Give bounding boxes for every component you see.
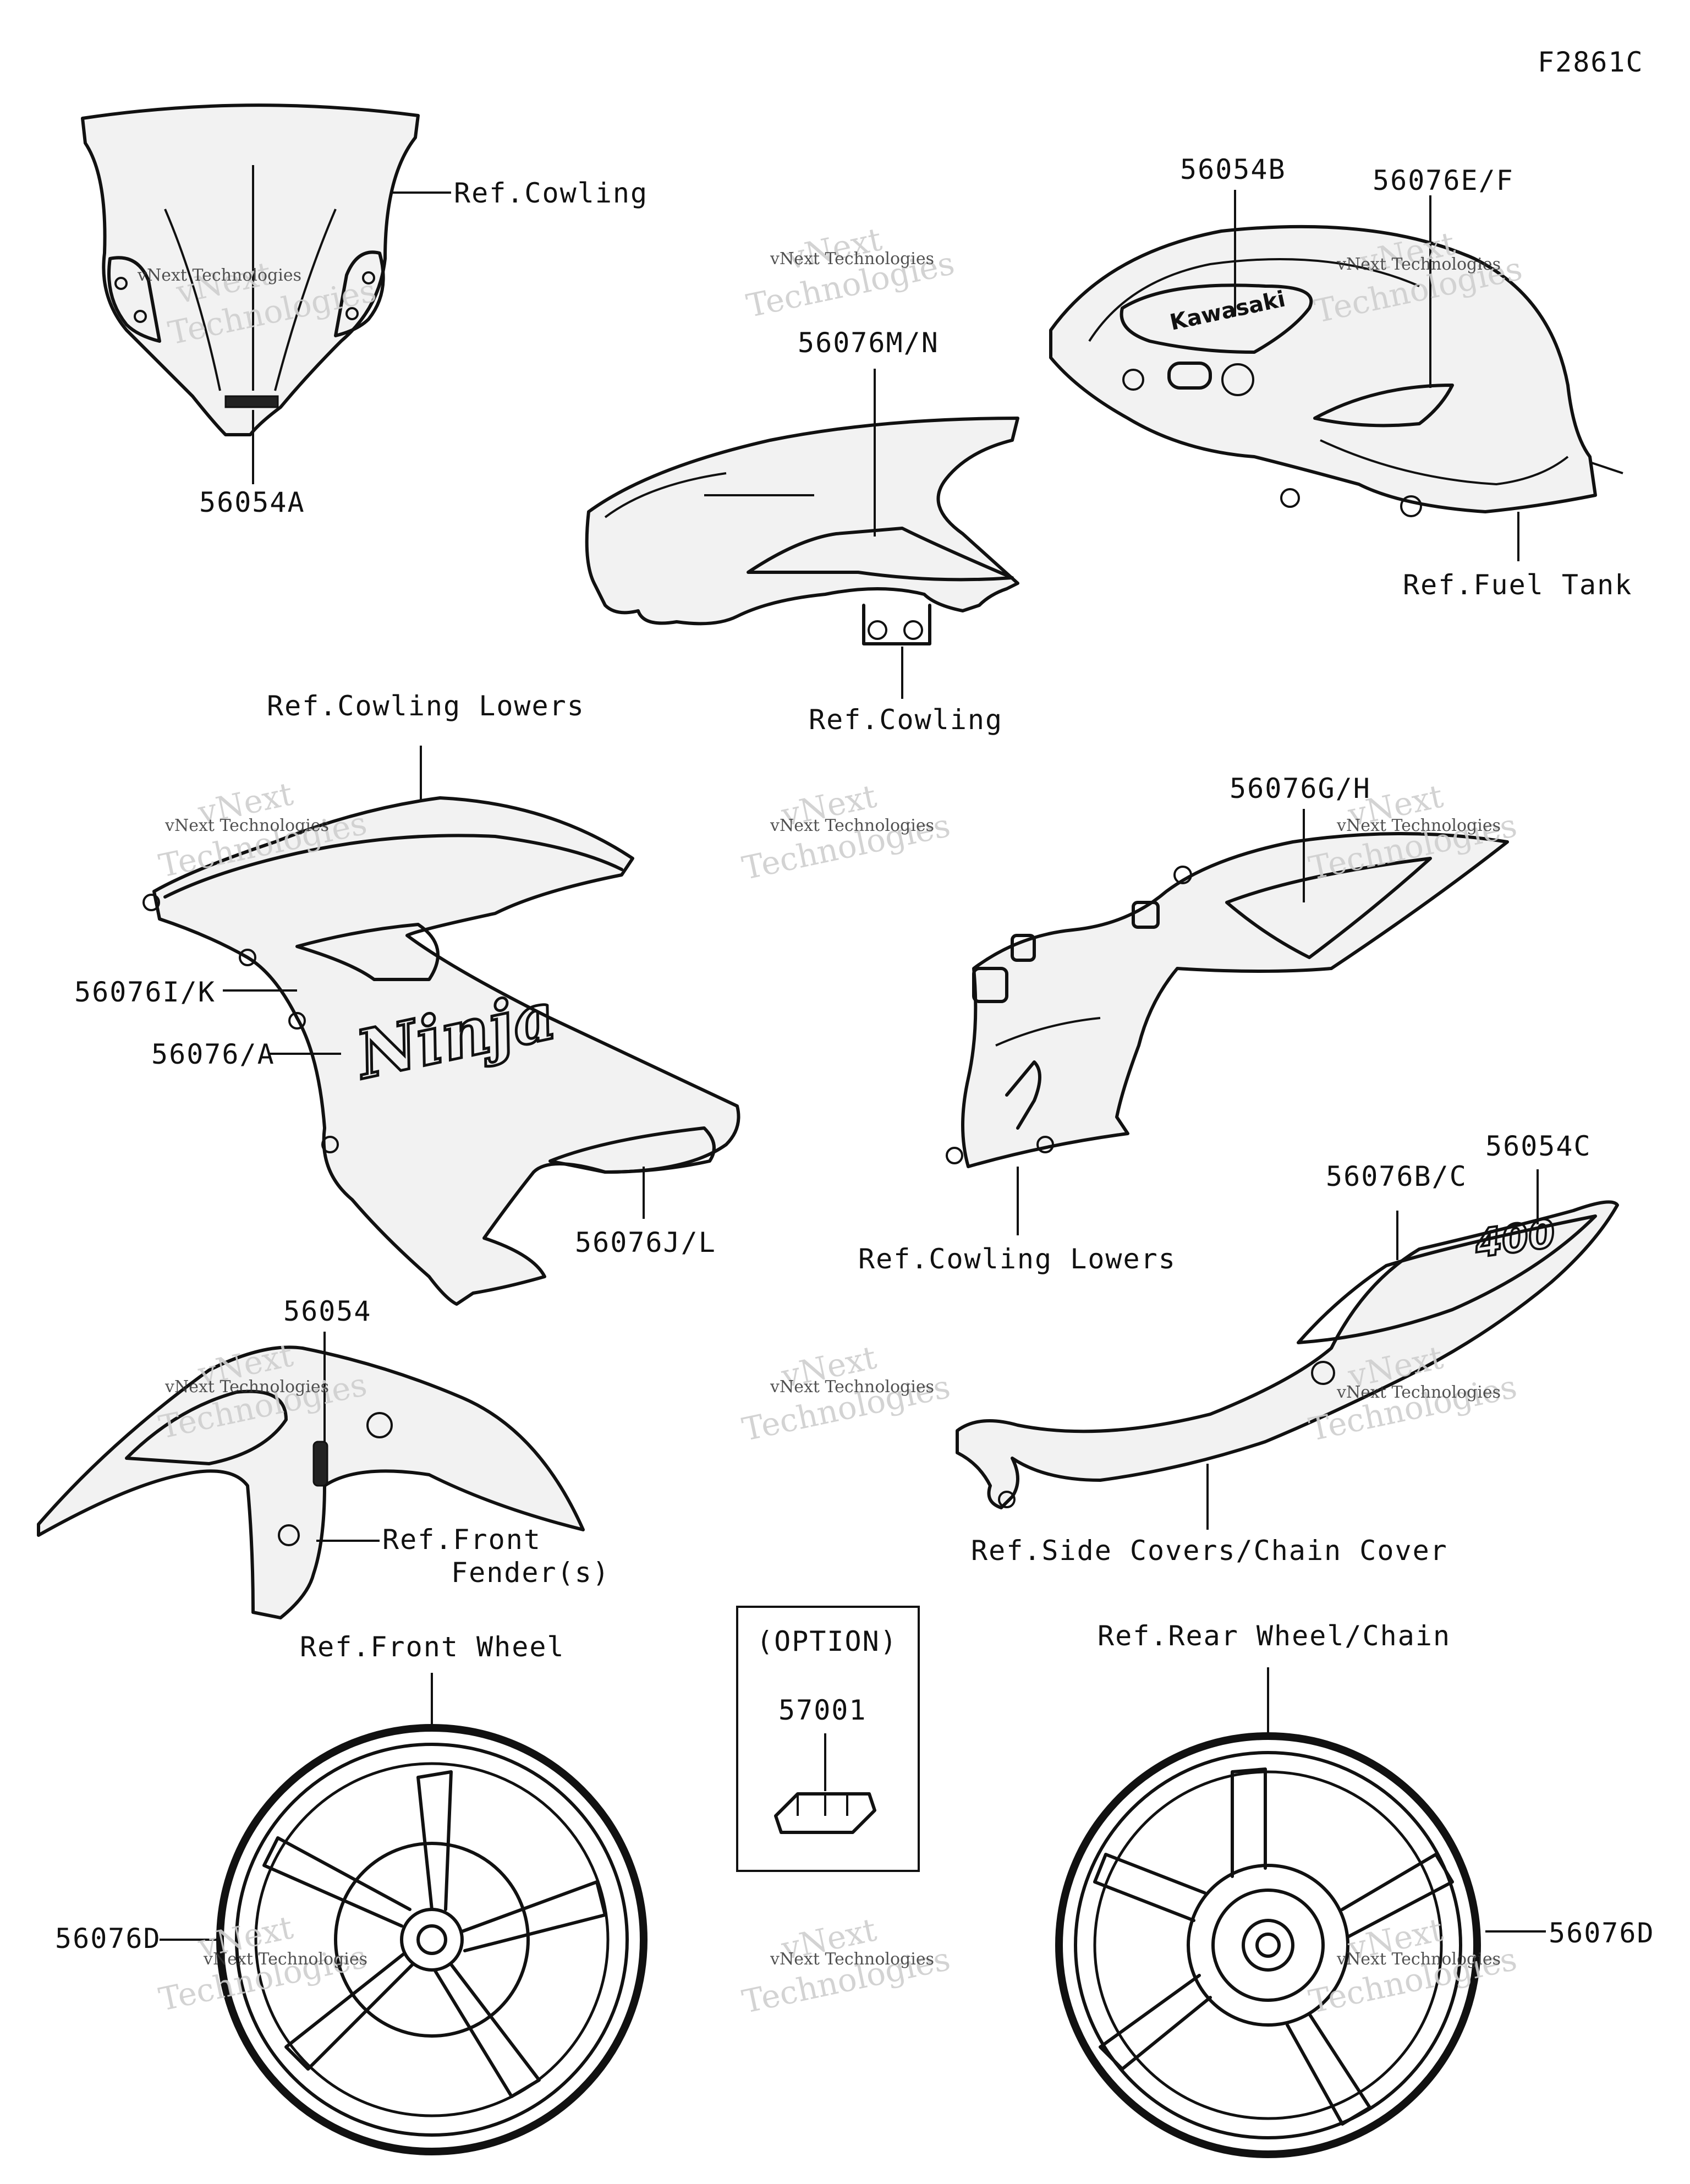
cowl-lower-right-stripe: [1225, 857, 1432, 959]
watermark-line1-6: vNext Technologies: [1336, 816, 1501, 835]
windshield-ref-label: Ref.Cowling: [454, 177, 648, 209]
rear-wheel-ref-label: Ref.Rear Wheel/Chain: [1098, 1620, 1451, 1652]
cowl-lower-left-group: Ninja: [142, 746, 740, 1306]
front-wheel-ref-label: Ref.Front Wheel: [300, 1631, 565, 1663]
front-wheel-part-label: 56076D: [55, 1923, 161, 1955]
front-wheel-group: [160, 1673, 648, 2155]
fuel-tank-group: Kawasaki: [1049, 190, 1623, 561]
fender-ref-label-2: Fender(s): [451, 1557, 610, 1589]
side-cover-shape: [956, 1200, 1619, 1509]
cowl-lower-left-part-a-label: 56076/A: [151, 1038, 275, 1070]
option-box: (OPTION) 57001: [736, 1606, 920, 1872]
side-cover-part-c-label: 56054C: [1485, 1130, 1592, 1162]
cowl-lower-right-ref-label: Ref.Cowling Lowers: [858, 1243, 1176, 1275]
option-title: (OPTION): [756, 1625, 898, 1657]
cowl-lower-right-part-gh-label: 56076G/H: [1230, 773, 1371, 804]
windshield-shape: [81, 103, 420, 436]
front-fender-group: [37, 1332, 585, 1619]
side-cover-ref-label: Ref.Side Covers/Chain Cover: [971, 1535, 1448, 1567]
tank-part-b-label: 56054B: [1180, 154, 1286, 185]
option-part-label: 57001: [778, 1694, 867, 1726]
watermark-line1-9: vNext Technologies: [1336, 1383, 1501, 1402]
tank-stripe: [1313, 384, 1454, 428]
upper-cowl-shape: [585, 417, 1019, 626]
rear-wheel-group: [1055, 1667, 1546, 2158]
figure-code: F2861C: [1538, 46, 1644, 78]
windshield-part-label: 56054A: [199, 486, 305, 518]
watermark-line1-11: vNext Technologies: [770, 1950, 934, 1969]
cowl-lower-left-ref-label: Ref.Cowling Lowers: [267, 690, 585, 722]
cowl-lower-left-stripe: [295, 923, 440, 981]
windshield-logo: [224, 395, 279, 408]
windshield-group: [81, 103, 451, 484]
tank-ref-label: Ref.Fuel Tank: [1403, 569, 1632, 601]
cowl-part-mn-label: 56076M/N: [798, 327, 939, 359]
cowl-lower-left-part-ik-label: 56076I/K: [74, 976, 216, 1008]
side-cover-stripe: [1297, 1214, 1597, 1344]
watermark-line1-7: vNext Technologies: [164, 1377, 329, 1397]
cowl-lower-right-shape: [961, 832, 1509, 1168]
tank-part-ef-label: 56076E/F: [1373, 165, 1514, 196]
watermark-line1-3: vNext Technologies: [1336, 255, 1501, 274]
watermark-line1-10: vNext Technologies: [203, 1950, 367, 1969]
cowl-lower-left-part-jl-label: 56076J/L: [575, 1227, 716, 1258]
watermark-line1-4: vNext Technologies: [164, 816, 329, 835]
watermark-line1-12: vNext Technologies: [1336, 1950, 1501, 1969]
tank-decal-panel: [1120, 283, 1313, 354]
cowl-stripe: [747, 527, 1014, 582]
rear-wheel-part-label: 56076D: [1549, 1917, 1655, 1949]
watermark-line1-1: vNext Technologies: [137, 266, 301, 285]
side-cover-group: 400: [956, 1169, 1619, 1530]
fuel-tank-shape: [1049, 225, 1597, 513]
upper-cowl-group: [585, 369, 1019, 699]
watermark-line1-5: vNext Technologies: [770, 816, 934, 835]
fender-ref-label-1: Ref.Front: [382, 1524, 541, 1556]
watermark-line1-2: vNext Technologies: [770, 249, 934, 269]
cowl-lower-right-group: [946, 809, 1509, 1235]
front-fender-stripe: [125, 1389, 288, 1465]
front-fender-logo: [312, 1441, 328, 1487]
cowl-lower-left-tip-stripe: [548, 1126, 716, 1174]
front-fender-shape: [37, 1345, 585, 1619]
watermark-line1-8: vNext Technologies: [770, 1377, 934, 1397]
cowl-ref-label: Ref.Cowling: [809, 704, 1003, 736]
fender-part-label: 56054: [283, 1295, 372, 1327]
side-cover-part-bc-label: 56076B/C: [1326, 1161, 1467, 1192]
